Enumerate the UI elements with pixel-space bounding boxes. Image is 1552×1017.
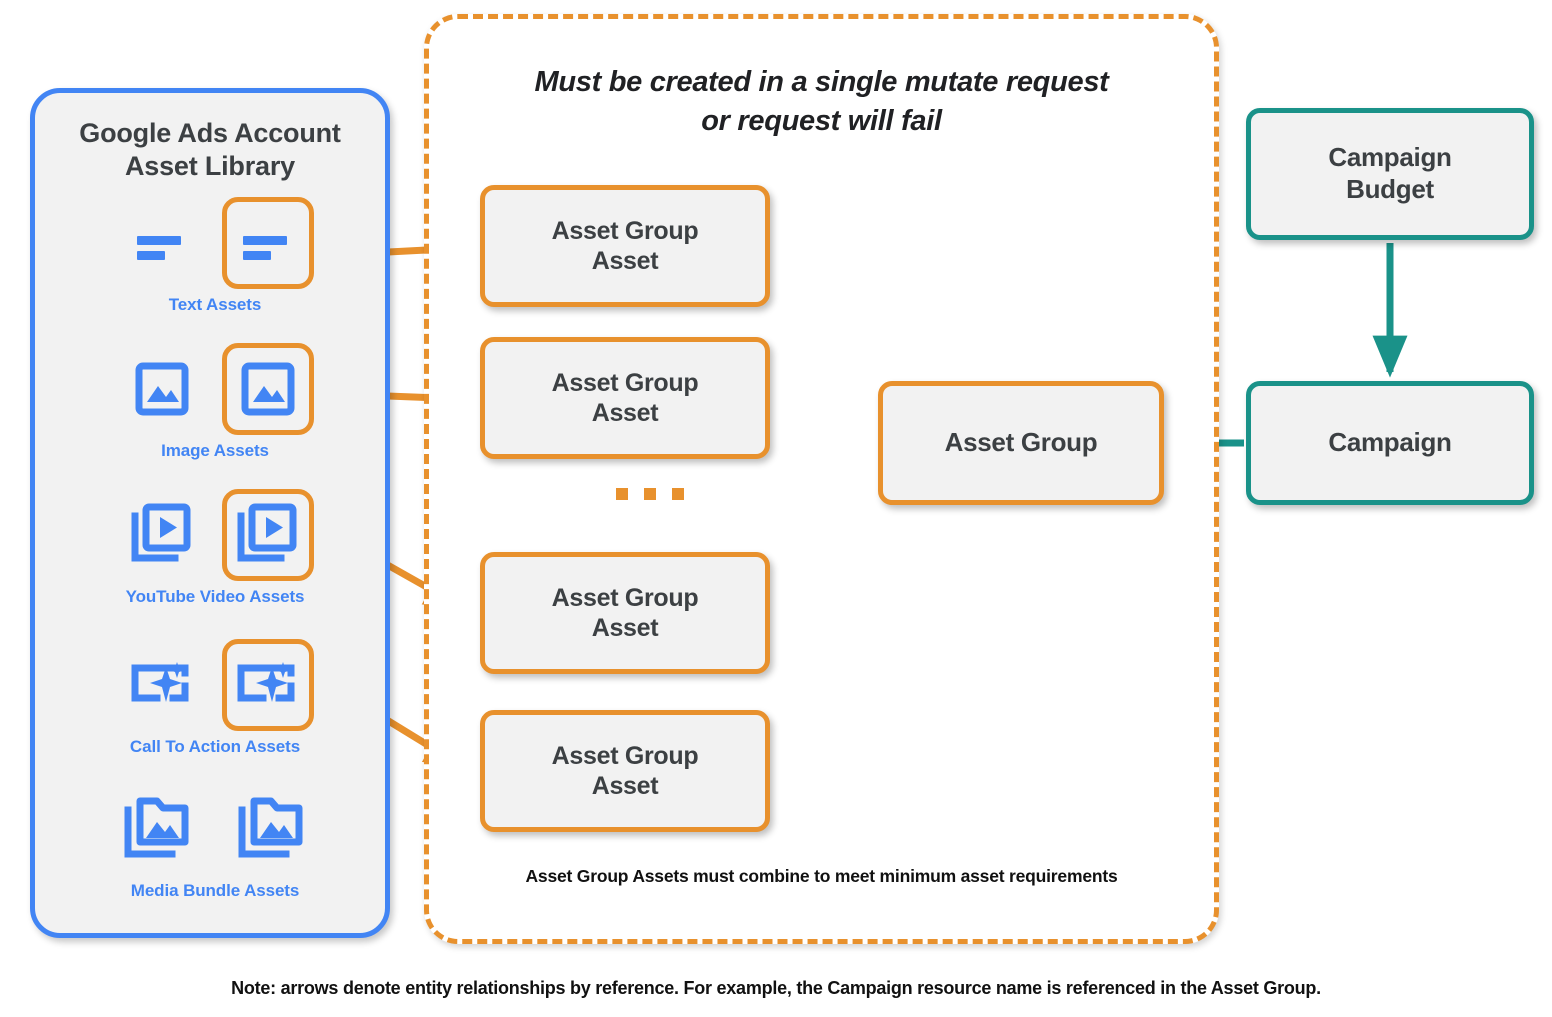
asset-label-video: YouTube Video Assets	[125, 587, 305, 606]
asset-group-asset-label-line2: Asset	[591, 772, 659, 800]
asset-group-asset-label-line1: Asset Group	[551, 741, 699, 770]
asset-group-asset-node-1[interactable]: Asset Group Asset	[480, 185, 770, 307]
youtube-video-asset-icon	[237, 503, 297, 562]
text-asset-icon	[243, 236, 287, 260]
campaign-node[interactable]: Campaign	[1246, 381, 1534, 505]
asset-label-media-bundle: Media Bundle Assets	[130, 881, 300, 900]
asset-group-asset-label-line1: Asset Group	[551, 216, 699, 245]
asset-group-label: Asset Group	[944, 427, 1098, 458]
youtube-video-asset-icon-highlighted[interactable]	[222, 489, 314, 581]
asset-group-asset-node-3[interactable]: Asset Group Asset	[480, 552, 770, 674]
mutate-heading-line1: Must be created in a single mutate reque…	[534, 66, 1109, 98]
text-asset-icon	[137, 236, 181, 260]
asset-label-cta: Call To Action Assets	[129, 737, 301, 756]
diagram-note: Note: arrows denote entity relationships…	[231, 978, 1321, 998]
media-bundle-asset-icon-right	[226, 783, 318, 875]
call-to-action-asset-icon	[131, 662, 189, 702]
asset-label-text: Text Assets	[168, 295, 262, 314]
asset-group-asset-node-2[interactable]: Asset Group Asset	[480, 337, 770, 459]
youtube-video-asset-icon	[131, 503, 191, 562]
library-title-line2: Asset Library	[125, 150, 295, 181]
mutate-footnote: Asset Group Assets must combine to meet …	[525, 866, 1118, 886]
ellipsis-indicator	[600, 488, 700, 500]
campaign-budget-label-line2: Budget	[1346, 174, 1434, 204]
image-asset-icon	[241, 362, 295, 416]
call-to-action-asset-icon-highlighted[interactable]	[222, 639, 314, 731]
library-title-line1: Google Ads Account	[79, 118, 341, 148]
text-asset-icon-plain	[116, 197, 208, 289]
library-title: Google Ads Account Asset Library	[35, 117, 385, 183]
asset-group-asset-node-4[interactable]: Asset Group Asset	[480, 710, 770, 832]
image-asset-icon-plain	[116, 343, 208, 435]
asset-group-asset-label-line2: Asset	[591, 614, 659, 642]
mutate-heading: Must be created in a single mutate reque…	[459, 63, 1184, 141]
media-bundle-asset-icon	[238, 797, 303, 858]
asset-group-asset-label-line1: Asset Group	[551, 368, 699, 397]
ellipsis-dot	[644, 488, 656, 500]
ellipsis-dot	[672, 488, 684, 500]
asset-row-cta: Call To Action Assets	[35, 639, 395, 757]
asset-group-asset-label-line1: Asset Group	[551, 583, 699, 612]
asset-group-asset-label-line2: Asset	[591, 247, 659, 275]
media-bundle-asset-icon	[124, 797, 189, 858]
call-to-action-asset-icon-plain	[116, 639, 208, 731]
asset-row-media-bundle: Media Bundle Assets	[35, 783, 395, 901]
asset-group-asset-label-line2: Asset	[591, 399, 659, 427]
media-bundle-asset-icon-left	[112, 783, 204, 875]
youtube-video-asset-icon-plain	[116, 489, 208, 581]
asset-row-image: Image Assets	[35, 343, 395, 461]
ellipsis-dot	[616, 488, 628, 500]
asset-label-image: Image Assets	[161, 441, 269, 460]
asset-library-panel: Google Ads Account Asset Library	[30, 88, 390, 938]
campaign-budget-node[interactable]: Campaign Budget	[1246, 108, 1534, 240]
asset-group-node[interactable]: Asset Group	[878, 381, 1164, 505]
call-to-action-asset-icon	[237, 662, 295, 702]
image-asset-icon	[135, 362, 189, 416]
campaign-budget-label-line1: Campaign	[1328, 142, 1452, 173]
mutate-heading-line2: or request will fail	[701, 105, 942, 138]
asset-row-video: YouTube Video Assets	[35, 489, 395, 607]
campaign-label: Campaign	[1328, 427, 1452, 458]
image-asset-icon-highlighted[interactable]	[222, 343, 314, 435]
text-asset-icon-highlighted[interactable]	[222, 197, 314, 289]
asset-row-text: Text Assets	[35, 197, 395, 315]
